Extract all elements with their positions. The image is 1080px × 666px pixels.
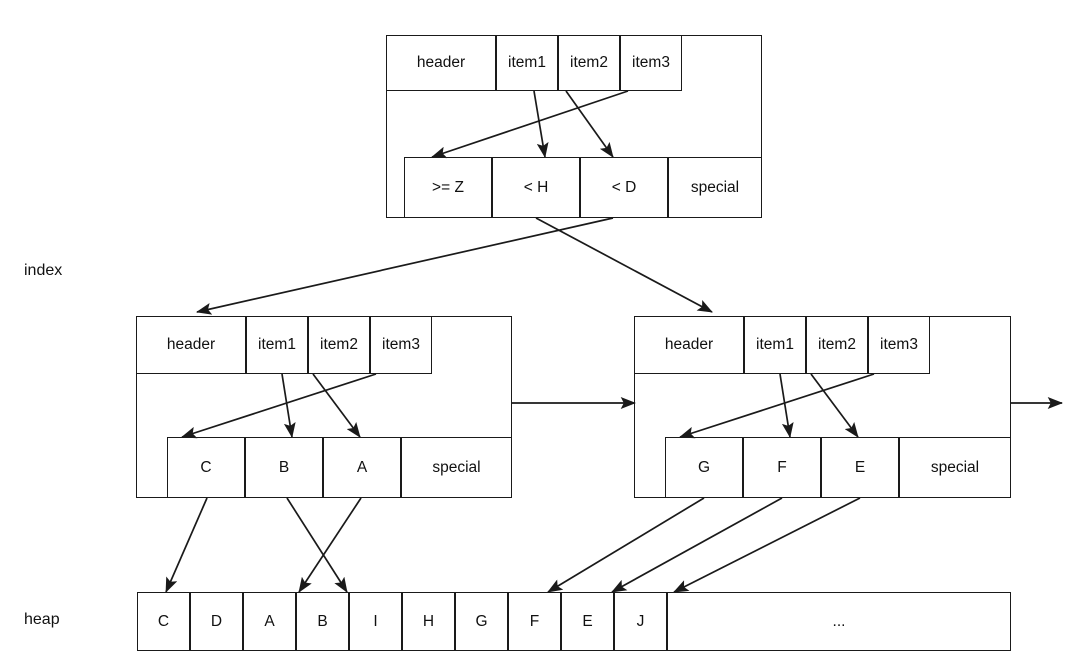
arrow-right-item2-to-E	[810, 373, 859, 438]
left-header-cell-item3[interactable]: item3	[370, 316, 432, 374]
root-header-cell-header[interactable]: header	[386, 35, 496, 91]
arrow-root-item3-to-ge-Z	[431, 90, 629, 159]
index-label: index	[24, 262, 63, 279]
right-header-cell-item1[interactable]: item1	[744, 316, 806, 374]
root-header-cell-item3[interactable]: item3	[620, 35, 682, 91]
root-value-cell-ge-z[interactable]: >= Z	[404, 157, 492, 218]
arrow-right-G-to-heap-G	[547, 497, 705, 593]
right-value-cell-f[interactable]: F	[743, 437, 821, 498]
left-header-cell-item1[interactable]: item1	[246, 316, 308, 374]
heap-cell-6[interactable]: G	[455, 592, 508, 651]
heap-label: heap	[24, 611, 60, 628]
arrow-left-item2-to-A	[312, 373, 361, 438]
arrow-left-item1-to-B	[281, 373, 296, 439]
right-value-cell-g[interactable]: G	[665, 437, 743, 498]
right-value-cell-special[interactable]: special	[899, 437, 1011, 498]
arrow-right-item1-to-F	[779, 373, 794, 439]
arrow-root-item2-to-less-D	[565, 90, 614, 158]
left-value-cell-c[interactable]: C	[167, 437, 245, 498]
heap-cell-9[interactable]: J	[614, 592, 667, 651]
arrow-root-to-left-node	[196, 217, 614, 315]
arrow-right-F-to-heap-F	[611, 497, 783, 593]
arrow-right-item3-to-G	[679, 373, 875, 439]
left-value-cell-special[interactable]: special	[401, 437, 512, 498]
heap-cell-0[interactable]: C	[137, 592, 190, 651]
arrow-left-item3-to-C	[181, 373, 377, 439]
heap-cell-4[interactable]: I	[349, 592, 402, 651]
root-header-cell-item1[interactable]: item1	[496, 35, 558, 91]
heap-cell-1[interactable]: D	[190, 592, 243, 651]
heap-cell-10[interactable]: ...	[667, 592, 1011, 651]
arrow-root-item1-to-less-H	[533, 90, 549, 159]
arrow-left-C-to-heap-C	[165, 497, 208, 593]
right-header-cell-header[interactable]: header	[634, 316, 744, 374]
arrow-left-B-to-heap-A	[286, 497, 348, 593]
left-header-cell-header[interactable]: header	[136, 316, 246, 374]
heap-cell-8[interactable]: E	[561, 592, 614, 651]
heap-cell-2[interactable]: A	[243, 592, 296, 651]
heap-cell-7[interactable]: F	[508, 592, 561, 651]
heap-cell-3[interactable]: B	[296, 592, 349, 651]
right-header-cell-item3[interactable]: item3	[868, 316, 930, 374]
left-header-cell-item2[interactable]: item2	[308, 316, 370, 374]
right-header-cell-item2[interactable]: item2	[806, 316, 868, 374]
left-value-cell-a[interactable]: A	[323, 437, 401, 498]
left-value-cell-b[interactable]: B	[245, 437, 323, 498]
arrow-right-E-to-heap-E	[673, 497, 861, 593]
right-value-cell-e[interactable]: E	[821, 437, 899, 498]
root-value-cell-less-h[interactable]: < H	[492, 157, 580, 218]
root-value-cell-special[interactable]: special	[668, 157, 762, 218]
arrow-left-A-to-heap-B	[298, 497, 362, 593]
heap-cell-5[interactable]: H	[402, 592, 455, 651]
root-header-cell-item2[interactable]: item2	[558, 35, 620, 91]
root-value-cell-less-d[interactable]: < D	[580, 157, 668, 218]
arrow-root-to-right-node	[535, 217, 713, 313]
